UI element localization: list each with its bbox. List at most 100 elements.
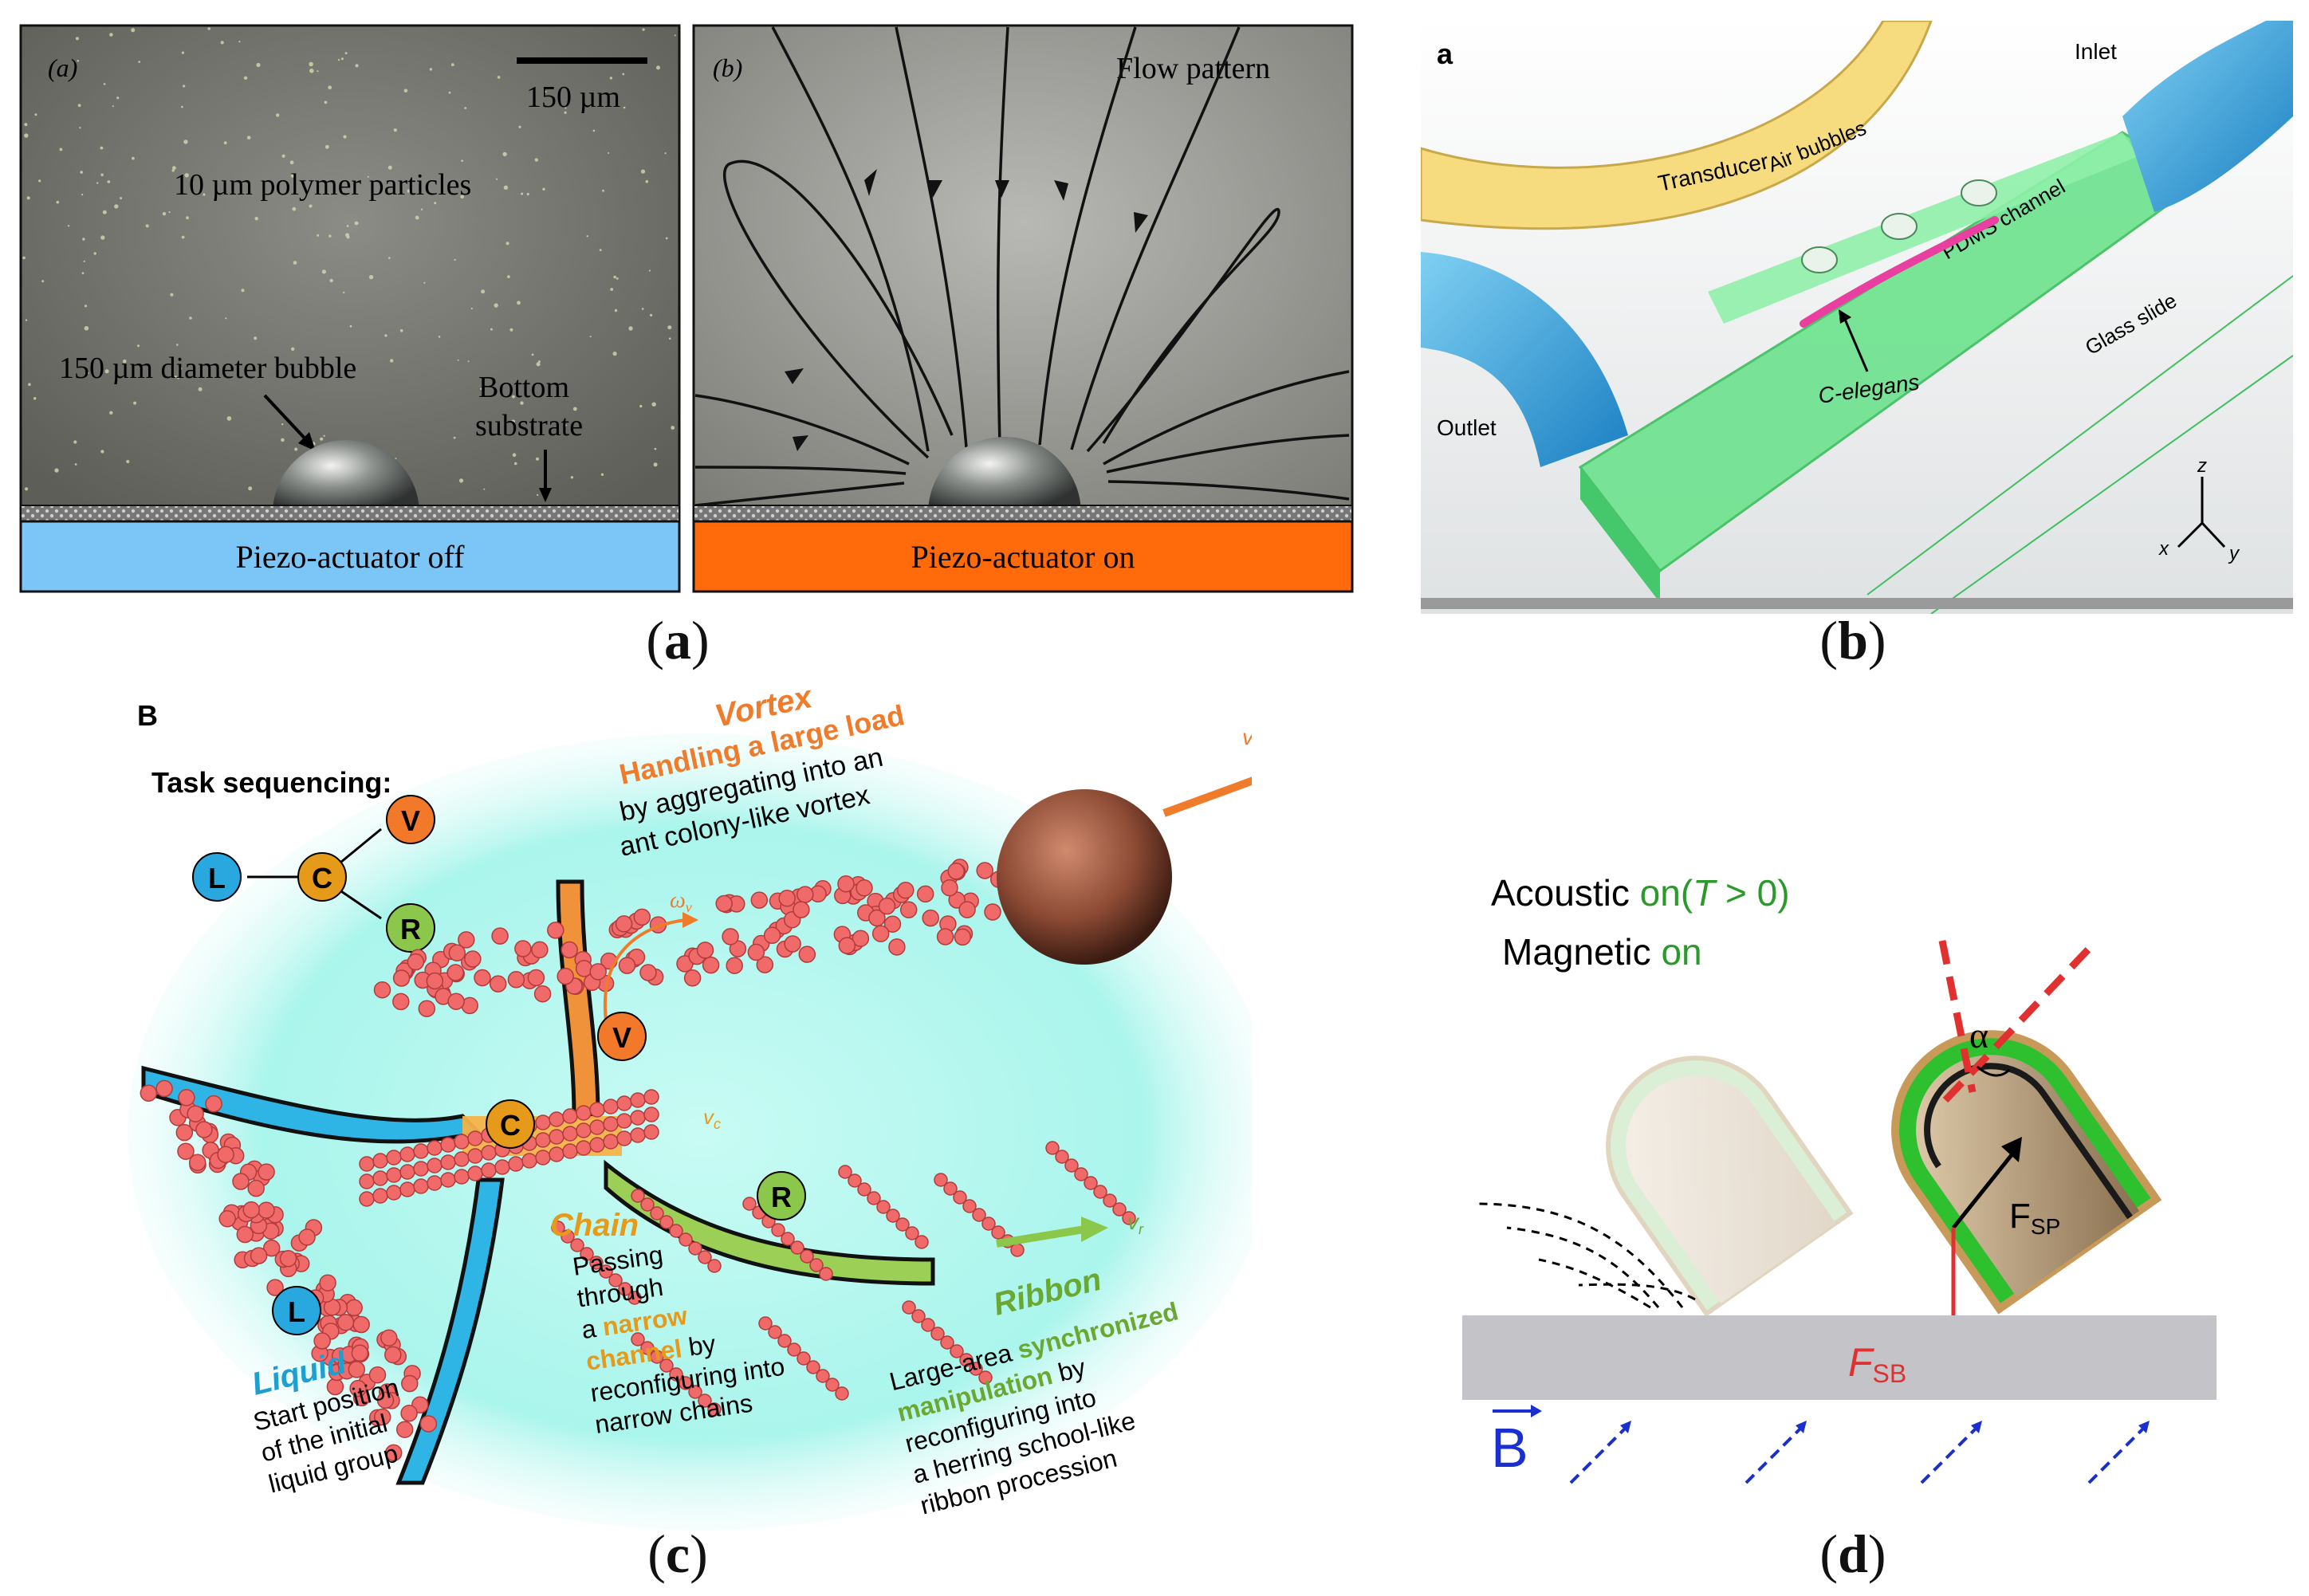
micro-robot [722,928,739,945]
axis-x: x [2158,538,2169,560]
particle-speck [623,106,626,109]
micro-robot [562,1108,578,1124]
particle-speck [85,372,88,375]
particle-speck [109,411,113,415]
particle-speck [75,37,79,41]
micro-robot [258,1201,275,1219]
micro-robot [359,1191,375,1207]
particle-speck [291,347,295,351]
micro-robot [707,1259,722,1273]
micro-robot [631,1332,645,1346]
micro-robot [407,953,425,971]
micro-robot [616,1095,632,1111]
particle-speck [183,85,186,88]
particle-speck [138,61,140,63]
actuator-on-label: Piezo-actuator on [911,539,1135,575]
particle-speck [536,493,539,497]
particle-speck [403,88,408,93]
micro-robot [639,964,657,981]
micro-robot [395,1421,414,1438]
substrate-plate [1462,1315,2217,1400]
micro-robot [232,1173,250,1190]
particle-speck [407,189,411,193]
particle-speck [309,204,313,208]
micro-robot [217,1146,234,1164]
particle-speck [186,216,189,220]
micro-robot [258,1163,275,1181]
streamlines [694,26,1350,507]
particle-speck [102,210,107,214]
substrate-label-line2: substrate [475,409,583,442]
micro-robot [633,908,651,926]
micro-robot [599,1264,613,1279]
particle-speck [613,275,616,279]
micro-robot [418,1000,436,1017]
fsp-label: FSP [2009,1197,2060,1239]
micro-robot [345,1299,363,1317]
particle-speck [256,62,261,68]
figure-panel-c: B Task sequencing: L C V R vv Vortex Han… [128,686,1252,1531]
svg-text:R: R [400,913,421,945]
particle-speck [429,68,433,71]
micro-robot [978,1370,993,1385]
caption-b: (b) [1819,610,1886,670]
micro-robot [683,969,702,987]
particle-speck [653,462,658,467]
particle-speck [664,152,667,155]
particle-speck [114,204,119,209]
particle-speck [25,487,29,491]
particle-speck [109,33,113,37]
micro-robot [392,969,411,987]
micro-robot [384,1346,402,1364]
particle-speck [513,462,517,466]
particle-speck [512,395,515,399]
particle-speck [309,69,314,73]
micro-robot [352,1315,370,1334]
particle-speck [103,83,106,85]
micro-robot [959,1353,974,1367]
micro-robot [707,1402,722,1417]
particle-speck [320,437,324,441]
particle-speck [77,60,80,62]
task-graph: L C V R [192,795,435,953]
micro-robot [580,1247,594,1261]
micro-robot [797,886,814,903]
micro-robot [816,1369,830,1383]
micro-robot [886,1209,900,1223]
micro-robot [359,1156,375,1172]
micro-robot [535,1114,551,1130]
micro-robot [1064,1158,1079,1173]
particle-speck [461,159,463,162]
particle-speck [639,404,643,408]
particle-speck [100,235,105,240]
micro-robot [446,964,465,981]
particle-speck [589,336,592,338]
figure-panel-a: (a) 150 µm 10 µm polymer particles 150 µ… [19,24,1354,593]
micro-robot [631,1189,645,1203]
micro-robot [758,1316,773,1331]
micro-robot [177,1142,195,1160]
micro-robot [1103,1193,1117,1208]
particle-speck [387,165,392,170]
micro-robot [427,1158,443,1173]
micro-robot [549,1146,564,1162]
chain-title: Chain [550,1208,639,1243]
particle-speck [650,313,653,316]
particle-speck [434,202,437,205]
micro-robot [489,975,507,993]
particle-speck [246,136,251,140]
particle-speck [343,291,345,294]
micro-robot [888,938,906,956]
particle-speck [41,280,45,283]
micro-robot [458,931,475,949]
particle-speck [24,123,28,127]
particle-speck [116,96,120,100]
micro-robot [368,1366,387,1384]
particle-speck [572,407,577,411]
actuator-off-bar [19,520,681,593]
micro-robot [781,1232,795,1246]
micro-robot [947,863,965,880]
particle-speck [457,359,459,361]
micro-robot [603,1099,619,1114]
micro-robot [981,1217,996,1231]
